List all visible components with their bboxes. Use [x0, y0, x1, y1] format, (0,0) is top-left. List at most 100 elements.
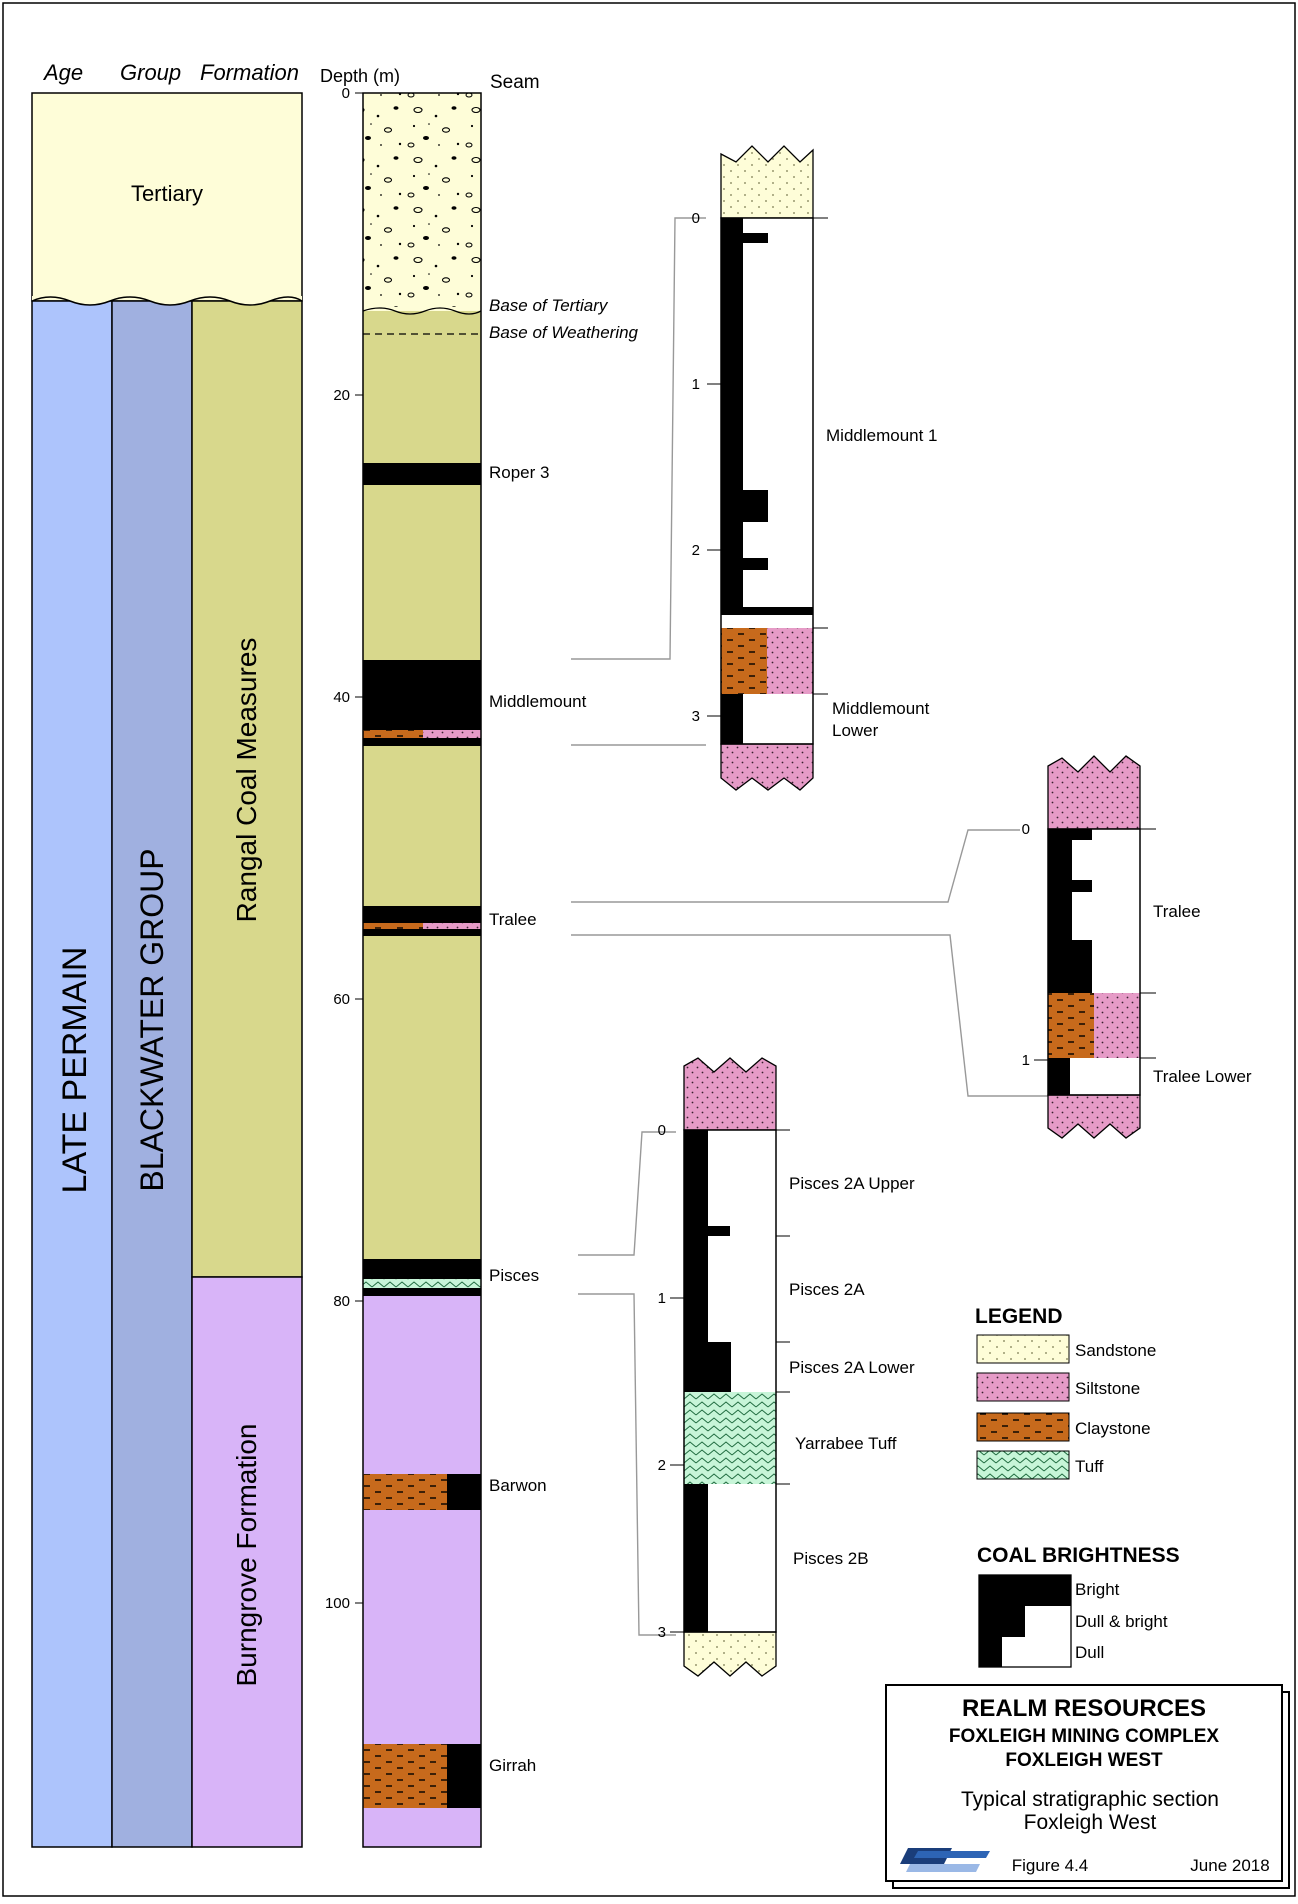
legend-siltstone-swatch	[976, 1372, 1070, 1402]
legend-claystone-label: Claystone	[1075, 1419, 1151, 1438]
main-depth-ticks: 0 20 40 60 80 100	[325, 85, 363, 1612]
seam-header: Seam	[490, 72, 540, 93]
mm-tick-1: 1	[692, 376, 700, 393]
middlemount-roof-sandstone	[720, 145, 814, 219]
pisces-tick-3: 3	[658, 1624, 666, 1641]
tralee-coal-profile	[1048, 829, 1092, 993]
girrah-label: Girrah	[489, 1756, 536, 1775]
figure-date: June 2018	[1190, 1856, 1269, 1875]
tralee-siltstone	[423, 923, 481, 929]
middlemount-coal	[363, 660, 481, 730]
middlemount-claystone	[363, 730, 423, 738]
base-tertiary-line	[362, 307, 482, 315]
depth-tick-40: 40	[333, 689, 350, 706]
figure-description-1: Typical stratigraphic section	[961, 1788, 1219, 1811]
depth-tick-100: 100	[325, 1595, 350, 1612]
girrah-coal	[447, 1744, 481, 1808]
legend-title: LEGEND	[975, 1305, 1063, 1328]
barwon-label: Barwon	[489, 1476, 547, 1495]
depth-header: Depth (m)	[320, 66, 400, 86]
pisces-upper-coal-profile	[684, 1130, 731, 1392]
middlemount-lower-coal-detail	[721, 694, 743, 744]
pisces-2a-lower-label: Pisces 2A Lower	[789, 1358, 915, 1377]
middlemount-lower-coal	[363, 738, 481, 746]
legend-claystone-swatch	[976, 1412, 1070, 1442]
title-block-inner	[885, 1684, 1283, 1882]
tralee-ply-label: Tralee	[1153, 902, 1201, 921]
legend-sandstone-swatch	[976, 1334, 1070, 1364]
middlemount-floor-siltstone	[720, 743, 814, 791]
formation-header: Formation	[200, 60, 299, 85]
middlemount-lower-label-1: Middlemount	[832, 699, 930, 718]
legend-tuff-label: Tuff	[1075, 1457, 1104, 1476]
pisces-tick-2: 2	[658, 1457, 666, 1474]
coal-dull-label: Dull	[1075, 1643, 1104, 1662]
pisces-tick-0: 0	[658, 1122, 666, 1139]
tralee-tick-0: 0	[1022, 821, 1030, 838]
pisces-2a-upper-label: Pisces 2A Upper	[789, 1174, 915, 1193]
pisces-tuff	[363, 1279, 481, 1288]
pisces-2b-coal	[363, 1288, 481, 1296]
middlemount-claystone-detail	[721, 628, 767, 694]
coal-brightness-swatch	[979, 1575, 1071, 1667]
middlemount-coal-profile	[721, 218, 813, 615]
legend-siltstone-label: Siltstone	[1075, 1379, 1140, 1398]
connector-lines	[571, 217, 1054, 1636]
coal-dull-bright-label: Dull & bright	[1075, 1612, 1168, 1631]
blackwater-group-label: BLACKWATER GROUP	[134, 848, 170, 1191]
tralee-tick-1: 1	[1022, 1052, 1030, 1069]
legend-tuff-swatch	[976, 1450, 1070, 1480]
mm-tick-3: 3	[692, 708, 700, 725]
burngrove-formation-unit	[191, 1276, 303, 1848]
mm-tick-2: 2	[692, 542, 700, 559]
tralee-siltstone-detail	[1094, 993, 1140, 1058]
late-permian-unit	[31, 300, 113, 1848]
pisces-detail: 0 1 2 3 Pisces 2A Upper Pisces 2A Pisces…	[658, 1057, 915, 1677]
tertiary-contact-line	[31, 296, 303, 306]
company-name: REALM RESOURCES	[962, 1695, 1206, 1722]
tertiary-conglomerate	[363, 93, 481, 311]
main-column-border	[362, 92, 482, 1848]
mdcs-logo	[900, 1848, 990, 1872]
tralee-claystone-detail	[1048, 993, 1094, 1058]
coal-bright-label: Bright	[1075, 1580, 1120, 1599]
barwon-coal	[447, 1474, 481, 1510]
roper3-coal	[363, 463, 481, 485]
middlemount-siltstone	[423, 730, 481, 738]
coal-brightness-title: COAL BRIGHTNESS	[977, 1544, 1180, 1567]
middlemount-1-label: Middlemount 1	[826, 426, 938, 445]
base-weathering-label: Base of Weathering	[489, 323, 639, 342]
tralee-roof-siltstone	[1047, 755, 1141, 830]
depth-tick-60: 60	[333, 991, 350, 1008]
girrah-claystone	[363, 1744, 447, 1808]
pisces-label: Pisces	[489, 1266, 539, 1285]
tralee-floor-siltstone	[1047, 1094, 1141, 1139]
rangal-strata	[363, 311, 481, 1296]
barwon-claystone	[363, 1474, 447, 1510]
burngrove-label: Burngrove Formation	[231, 1423, 262, 1686]
tralee-label: Tralee	[489, 910, 537, 929]
tralee-detail-border	[1047, 828, 1141, 1096]
tralee-lower-coal	[363, 929, 481, 936]
pisces-detail-border	[683, 1129, 777, 1633]
rangal-label: Rangal Coal Measures	[231, 638, 262, 923]
middlemount-detail-border	[720, 217, 814, 745]
area-name: FOXLEIGH WEST	[1005, 1750, 1163, 1771]
mm-tick-0: 0	[692, 210, 700, 227]
tertiary-label: Tertiary	[131, 181, 203, 206]
base-tertiary-fill	[363, 307, 481, 314]
depth-tick-0: 0	[342, 85, 350, 102]
tertiary-contact-fill	[32, 296, 302, 305]
rangal-coal-measures-unit	[191, 300, 303, 1278]
pisces-2a-label: Pisces 2A	[789, 1280, 865, 1299]
title-block: REALM RESOURCES FOXLEIGH MINING COMPLEX …	[885, 1684, 1290, 1889]
pisces-2b-label: Pisces 2B	[793, 1549, 869, 1568]
pisces-roof-siltstone	[683, 1057, 777, 1131]
yarrabee-tuff-detail	[684, 1392, 776, 1484]
tralee-coal	[363, 906, 481, 923]
tertiary-unit	[31, 92, 303, 302]
depth-tick-20: 20	[333, 387, 350, 404]
roper3-label: Roper 3	[489, 463, 549, 482]
tralee-detail: 0 1 Tralee Tralee Lower	[1022, 755, 1252, 1139]
